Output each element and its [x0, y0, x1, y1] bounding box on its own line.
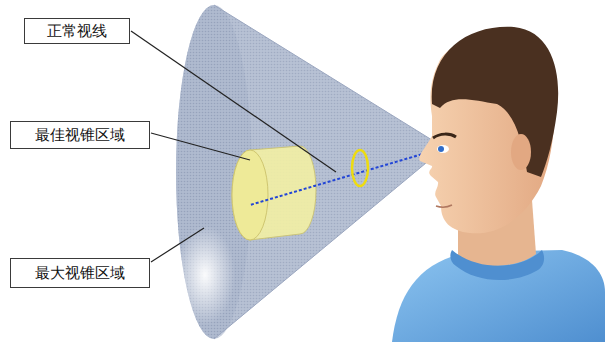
maximum-cone [175, 5, 432, 339]
label-text: 正常视线 [47, 22, 107, 40]
focus-ring [352, 150, 368, 186]
label-text: 最大视锥区域 [35, 264, 125, 282]
label-box: 最佳视锥区域 [10, 121, 150, 149]
label-text: 最佳视锥区域 [35, 126, 125, 144]
sight-line [250, 150, 436, 205]
best-cone-cylinder [232, 146, 316, 240]
label-box: 正常视线 [24, 18, 130, 44]
leader-line [151, 133, 250, 160]
label-box: 最大视锥区域 [10, 258, 150, 288]
human-figure [392, 27, 605, 342]
leader-line [151, 228, 204, 262]
leader-lines [131, 31, 336, 262]
leader-line [131, 31, 336, 172]
